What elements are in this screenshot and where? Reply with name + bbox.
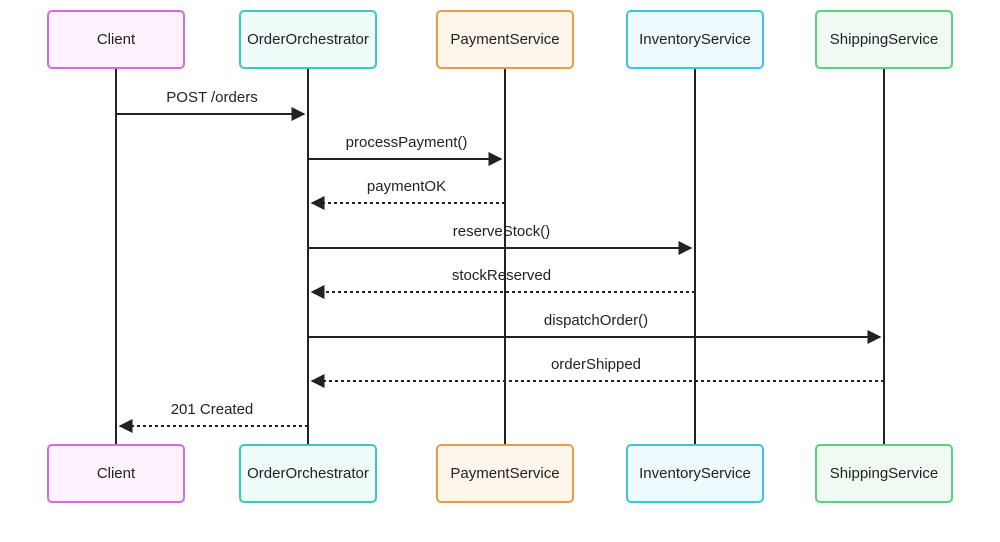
actor-client-bottom: Client (47, 444, 185, 503)
message-label-5: stockReserved (452, 267, 551, 284)
actor-inv-bottom: InventoryService (626, 444, 764, 503)
actor-orch-bottom: OrderOrchestrator (239, 444, 377, 503)
actor-client-top: Client (47, 10, 185, 69)
message-label-1: POST /orders (166, 89, 257, 106)
message-label-4: reserveStock() (453, 223, 551, 240)
message-label-8: 201 Created (171, 401, 254, 418)
actor-ship-bottom: ShippingService (815, 444, 953, 503)
message-label-3: paymentOK (367, 178, 446, 195)
actor-pay-top: PaymentService (436, 10, 574, 69)
actor-pay-bottom: PaymentService (436, 444, 574, 503)
lifeline-orch (307, 69, 309, 444)
message-label-7: orderShipped (551, 356, 641, 373)
lifeline-inv (694, 69, 696, 444)
message-label-2: processPayment() (346, 134, 468, 151)
lifeline-pay (504, 69, 506, 444)
lifeline-client (115, 69, 117, 444)
lifeline-ship (883, 69, 885, 444)
actor-orch-top: OrderOrchestrator (239, 10, 377, 69)
actor-inv-top: InventoryService (626, 10, 764, 69)
actor-ship-top: ShippingService (815, 10, 953, 69)
message-label-6: dispatchOrder() (544, 312, 648, 329)
